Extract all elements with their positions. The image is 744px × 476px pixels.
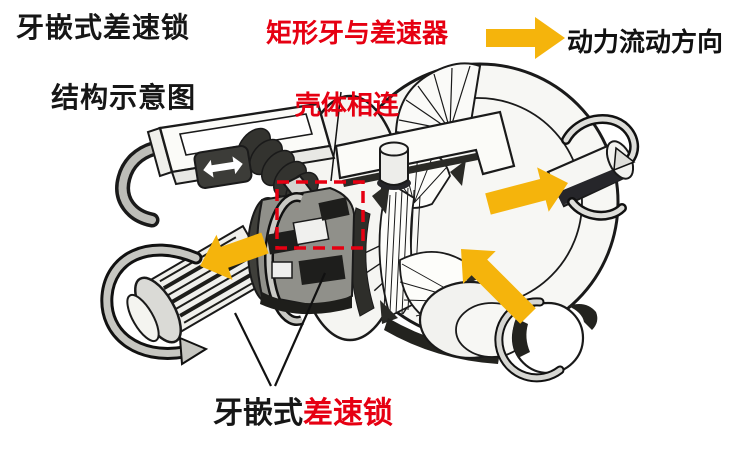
bottom-label-red: 差速锁 (303, 397, 393, 430)
left-rotation-arrow-icon (100, 243, 209, 366)
right-rotation-arrow-icon (561, 114, 640, 221)
double-arrow-icon (203, 156, 243, 178)
power-flow-arrows (200, 17, 568, 324)
power-arrow-right-icon (485, 167, 568, 215)
page-title: 牙嵌式差速锁 结构示意图 (16, 10, 196, 150)
housing-note-leader-line (330, 91, 342, 182)
dog-clutch-sleeve (247, 186, 356, 326)
rectangular-dog-teeth (266, 197, 350, 285)
title-line2: 结构示意图 (51, 82, 197, 113)
bottom-label: 牙嵌式差速锁 (213, 388, 393, 466)
power-arrow-diagonal-icon (461, 249, 536, 324)
housing-note-line1: 矩形牙与差速器 (266, 18, 449, 48)
bottom-label-pointer-lines (234, 272, 327, 387)
power-flow-legend-label: 动力流动方向 (567, 27, 724, 57)
shift-mechanism (115, 102, 338, 266)
pinion-shaft-bar (334, 110, 516, 190)
highlight-dashed-box (275, 180, 365, 250)
title-line1: 牙嵌式差速锁 (16, 12, 191, 43)
legend-arrow-icon (486, 17, 565, 59)
power-arrow-left-icon (200, 232, 269, 280)
housing-note: 矩形牙与差速器 壳体相连 (266, 15, 448, 159)
machine-linework (100, 62, 640, 383)
housing-note-line2: 壳体相连 (294, 90, 399, 120)
bottom-label-black: 牙嵌式 (213, 397, 303, 430)
bearing-journal (384, 280, 598, 383)
